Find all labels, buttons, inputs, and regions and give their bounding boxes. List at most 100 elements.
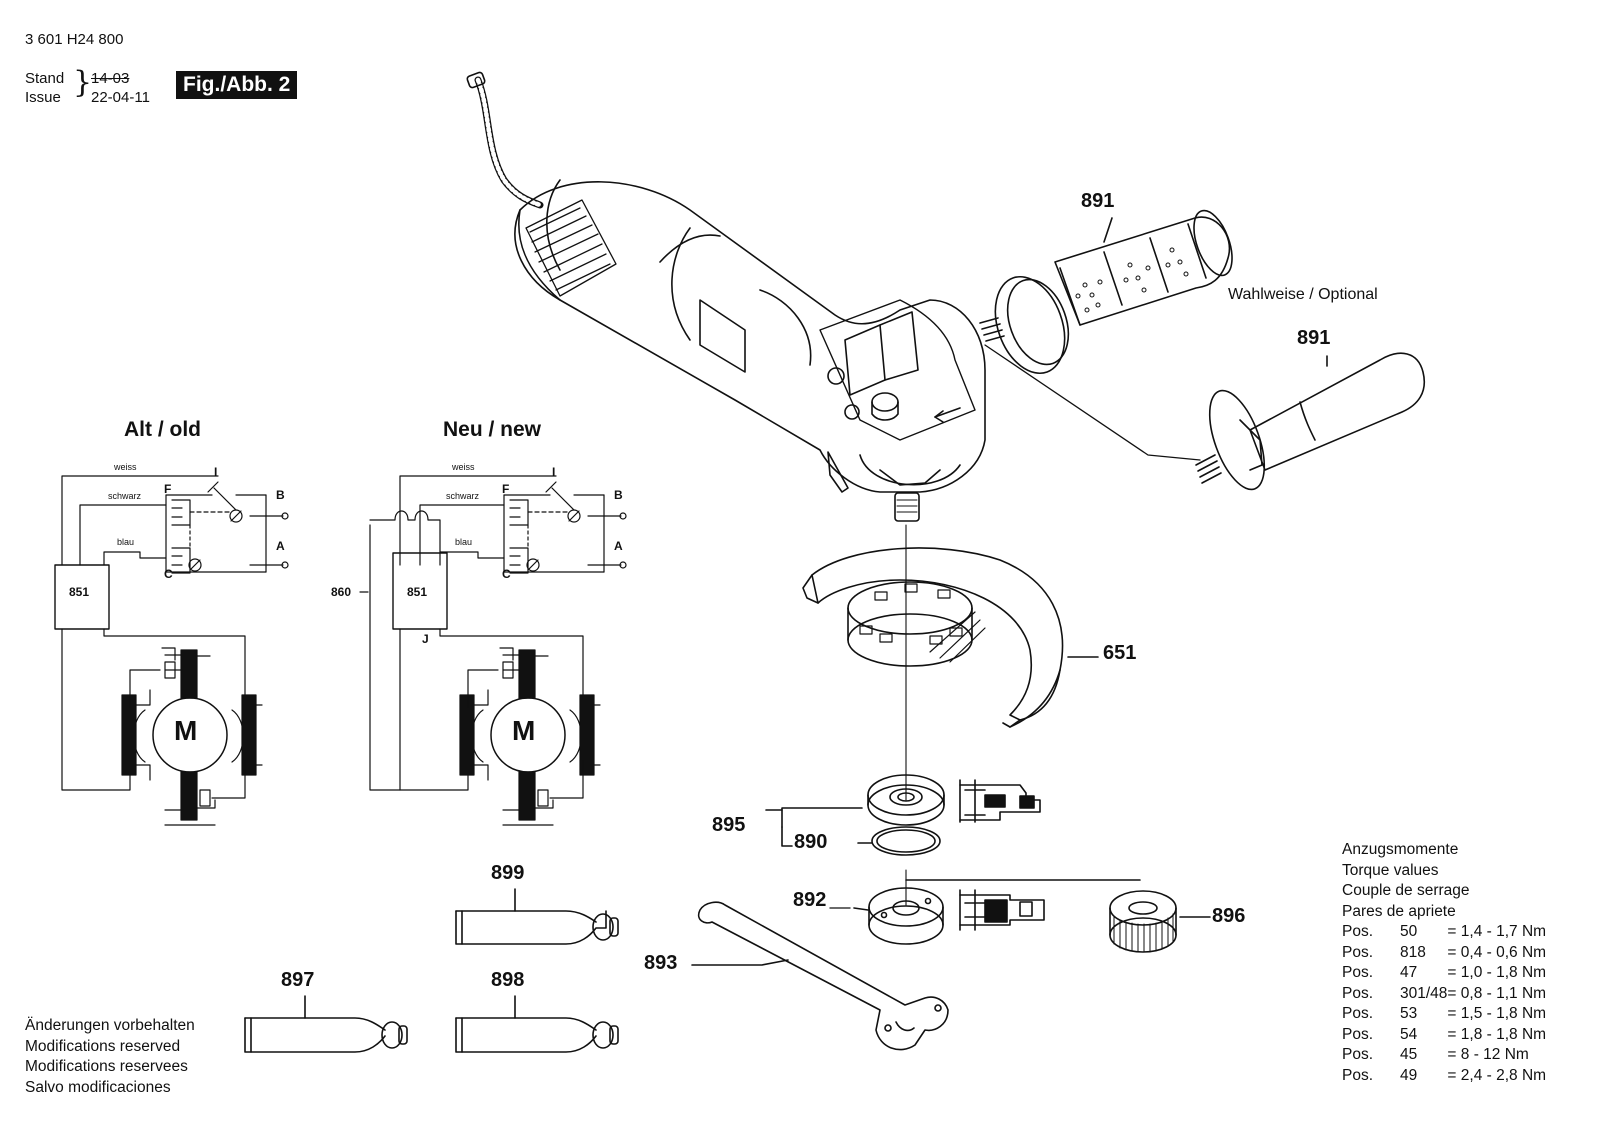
pos-number: 50 <box>1400 923 1418 940</box>
side-handle-optional <box>1195 352 1425 491</box>
wire-label-schwarz-new: schwarz <box>446 491 480 501</box>
wiring-new-title: Neu / new <box>443 418 542 441</box>
side-handle-softgrip <box>979 209 1233 461</box>
pos-label: Pos. <box>1342 923 1374 940</box>
modifications-notice: Änderungen vorbehalten Modifications res… <box>25 1016 195 1098</box>
torque-header-line: Couple de serrage <box>1342 882 1470 899</box>
wiring-old-title: Alt / old <box>124 418 201 441</box>
note-line: Änderungen vorbehalten <box>25 1017 195 1034</box>
stand-label: Stand <box>25 70 65 87</box>
pos-number: 54 <box>1400 1025 1418 1043</box>
callout-891-softgrip: 891 <box>1081 190 1115 212</box>
torque-table: Pos. 50 = 1,4 - 1,7 Nm Pos. 818 = 0,4 - … <box>1342 922 1546 1086</box>
torque-header: Anzugsmomente Torque values Couple de se… <box>1342 840 1546 922</box>
motor-symbol-old: M <box>174 715 198 746</box>
torque-value: = 1,8 - 1,8 Nm <box>1447 1025 1547 1043</box>
power-cord <box>466 71 544 209</box>
terminal-I: I <box>214 465 218 479</box>
pos-label: Pos. <box>1342 1046 1374 1063</box>
wire-label-weiss: weiss <box>114 462 137 472</box>
terminal-B-new: B <box>614 488 623 502</box>
torque-header-line: Torque values <box>1342 861 1439 879</box>
torque-value: = 1,4 - 1,7 Nm <box>1447 923 1547 940</box>
wiring-new <box>359 475 627 826</box>
grease-tube-898 <box>455 995 619 1053</box>
pos-number: 49 <box>1400 1066 1418 1084</box>
backing-flange <box>765 774 1041 856</box>
terminal-A-new: A <box>614 539 623 553</box>
torque-value: = 1,5 - 1,8 Nm <box>1447 1005 1547 1022</box>
choke-860: 860 <box>331 585 352 599</box>
callout-897: 897 <box>281 969 315 991</box>
table-row: Pos. 53 = 1,5 - 1,8 Nm <box>1342 1004 1546 1025</box>
torque-value: = 0,8 - 1,1 Nm <box>1447 984 1547 1002</box>
table-row: Pos. 45 = 8 - 12 Nm <box>1342 1045 1546 1066</box>
pos-number: 818 <box>1400 943 1426 961</box>
pos-number: 301/48 <box>1400 984 1448 1002</box>
terminal-A: A <box>276 539 285 553</box>
terminal-C-new: C <box>502 567 511 581</box>
old-date: 14-03 <box>91 70 130 87</box>
table-row: Pos. 818 = 0,4 - 0,6 Nm <box>1342 943 1546 964</box>
pos-label: Pos. <box>1342 984 1374 1002</box>
table-row: Pos. 54 = 1,8 - 1,8 Nm <box>1342 1025 1546 1046</box>
terminal-J: J <box>422 632 429 646</box>
figure-label: Fig./Abb. 2 <box>176 71 298 99</box>
optional-label: Wahlweise / Optional <box>1228 286 1378 303</box>
note-line: Salvo modificaciones <box>25 1078 171 1096</box>
issue-label: Issue <box>25 89 61 106</box>
terminal-F: F <box>164 482 172 496</box>
table-row: Pos. 50 = 1,4 - 1,7 Nm <box>1342 922 1546 943</box>
quick-clamping-nut <box>1109 890 1211 953</box>
motor-symbol-new: M <box>512 715 536 746</box>
callout-890: 890 <box>794 831 828 853</box>
callout-896: 896 <box>1212 905 1246 927</box>
table-row: Pos. 47 = 1,0 - 1,8 Nm <box>1342 963 1546 984</box>
grease-tube-897 <box>244 995 408 1053</box>
wire-label-blau-new: blau <box>455 537 473 547</box>
callout-898: 898 <box>491 969 525 991</box>
pos-label: Pos. <box>1342 1025 1374 1043</box>
module-851-new: 851 <box>407 585 428 599</box>
wiring-old <box>54 475 289 826</box>
pos-number: 45 <box>1400 1046 1418 1063</box>
brace-icon: } <box>73 65 93 100</box>
callout-899: 899 <box>491 862 525 884</box>
table-row: Pos. 301/48 = 0,8 - 1,1 Nm <box>1342 984 1546 1005</box>
note-line: Modifications reserved <box>25 1037 181 1055</box>
terminal-C: C <box>164 567 173 581</box>
part-number: 3 601 H24 800 <box>25 31 124 48</box>
callout-651: 651 <box>1103 642 1137 664</box>
callout-891-optional: 891 <box>1297 327 1331 349</box>
pos-label: Pos. <box>1342 943 1374 961</box>
terminal-I-new: I <box>552 465 556 479</box>
table-row: Pos. 49 = 2,4 - 2,8 Nm <box>1342 1066 1546 1087</box>
protection-guard <box>802 547 1099 728</box>
two-pin-spanner <box>691 901 949 1051</box>
terminal-B: B <box>276 488 285 502</box>
torque-value: = 0,4 - 0,6 Nm <box>1447 943 1547 961</box>
torque-value: = 1,0 - 1,8 Nm <box>1447 964 1547 981</box>
terminal-F-new: F <box>502 482 510 496</box>
pos-number: 53 <box>1400 1005 1418 1022</box>
issue-date: 22-04-11 <box>91 89 150 106</box>
pos-label: Pos. <box>1342 1005 1374 1022</box>
wire-label-weiss-new: weiss <box>452 462 475 472</box>
torque-value: = 2,4 - 2,8 Nm <box>1447 1066 1547 1084</box>
mounting-flange <box>853 879 1141 945</box>
torque-values: Anzugsmomente Torque values Couple de se… <box>1342 840 1546 1086</box>
pos-number: 47 <box>1400 964 1418 981</box>
torque-value: = 8 - 12 Nm <box>1447 1046 1529 1063</box>
wire-label-blau: blau <box>117 537 135 547</box>
torque-header-line: Anzugsmomente <box>1342 841 1459 858</box>
grinder-body <box>514 179 986 522</box>
module-851-old: 851 <box>69 585 90 599</box>
note-line: Modifications reservees <box>25 1058 188 1075</box>
callout-893: 893 <box>644 952 678 974</box>
callout-892: 892 <box>793 889 827 911</box>
pos-label: Pos. <box>1342 964 1374 981</box>
grease-tube-899 <box>455 888 619 945</box>
pos-label: Pos. <box>1342 1066 1374 1084</box>
callout-895: 895 <box>712 814 746 836</box>
